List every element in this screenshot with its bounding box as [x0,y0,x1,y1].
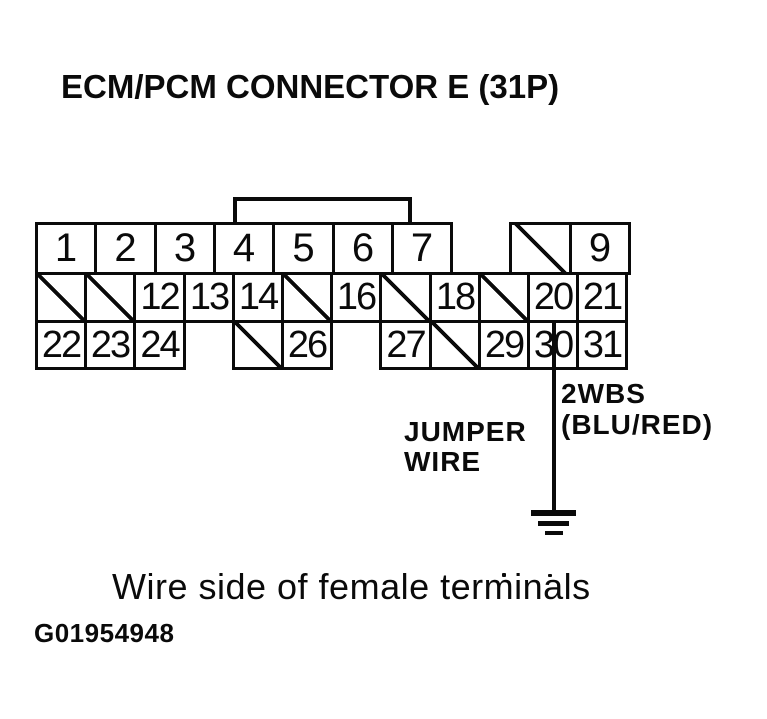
connector-cell-pin-21: 21 [576,272,628,323]
connector-cell-unused [379,272,432,323]
connector-cell-pin-2: 2 [94,222,157,275]
ground-bar-top [531,510,576,516]
connector-keying-tab [233,197,412,226]
connector-cell-pin-1: 1 [35,222,97,275]
connector-cell-pin-14: 14 [232,272,284,323]
connector-cell-unused [84,272,136,323]
jumper-wire-label-line1: JUMPER [404,416,527,447]
connector-cell-pin-29: 29 [478,320,530,370]
jumper-wire-label: JUMPER WIRE [404,417,527,477]
connector-cell-pin-16: 16 [330,272,382,323]
diagram-title: ECM/PCM CONNECTOR E (31P) [61,68,560,105]
connector-cell-pin-9: 9 [569,222,631,275]
connector-cell-pin-31: 31 [576,320,628,370]
scan-speck [502,573,506,577]
connector-cell-pin-23: 23 [84,320,136,370]
ground-bar-middle [538,521,569,526]
connector-cell-unused [478,272,530,323]
figure-id: G01954948 [34,618,175,648]
jumper-wire-label-line2: WIRE [404,446,482,477]
connector-cell-unused [509,222,572,275]
connector-cell-pin-26: 26 [281,320,333,370]
connector-cell-unused [281,272,333,323]
jumper-wire-line [552,322,556,513]
connector-cell-pin-4: 4 [213,222,275,275]
connector-cell-pin-13: 13 [183,272,235,323]
ground-bar-bottom [545,531,563,535]
wire-color-label: 2WBS (BLU/RED) [561,378,713,440]
wire-color-code: (BLU/RED) [561,409,714,440]
diagram-caption: Wire side of female terminals [112,566,591,607]
connector-cell-pin-3: 3 [154,222,216,275]
connector-cell-pin-6: 6 [332,222,394,275]
connector-cell-pin-20: 20 [527,272,579,323]
connector-cell-unused [429,320,481,370]
scan-speck [548,574,552,577]
connector-cell-pin-24: 24 [133,320,186,370]
connector-cell-pin-18: 18 [429,272,481,323]
connector-cell-pin-7: 7 [391,222,453,275]
connector-cell-unused [35,272,87,323]
connector-cell-pin-22: 22 [35,320,87,370]
connector-cell-pin-12: 12 [133,272,186,323]
wire-code: 2WBS [561,378,646,409]
connector-cell-pin-5: 5 [272,222,335,275]
connector-cell-pin-27: 27 [379,320,432,370]
connector-cell-unused [232,320,284,370]
